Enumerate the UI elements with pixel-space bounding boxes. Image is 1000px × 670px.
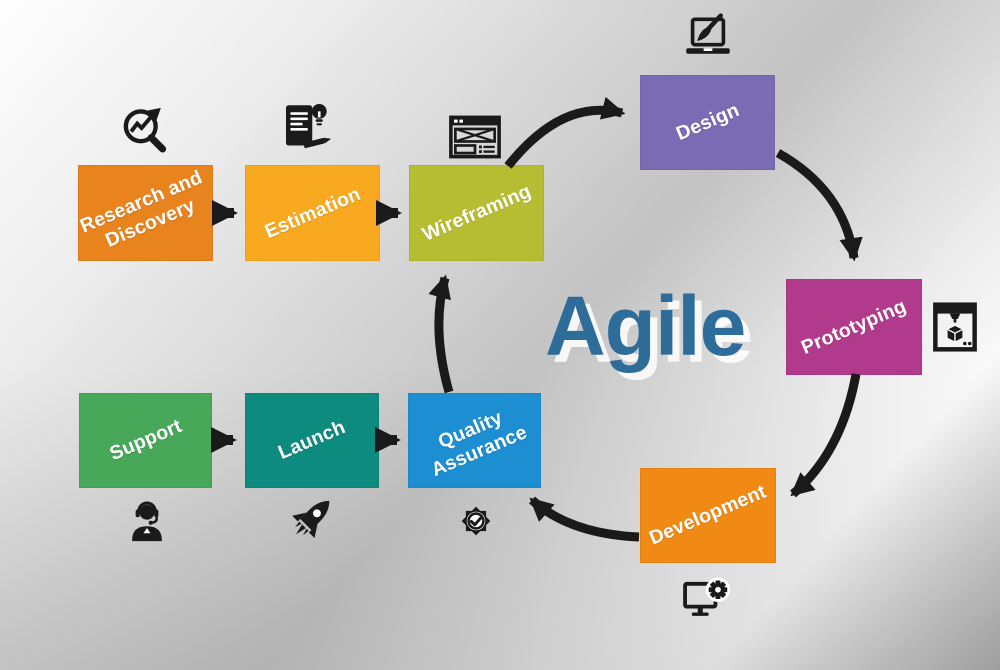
stage-box-prototyping: Prototyping <box>786 279 922 375</box>
document-idea-pencil-icon <box>278 100 336 156</box>
stage-box-wireframing: Wireframing <box>409 165 544 261</box>
arc-prototyping-to-development <box>790 373 861 498</box>
stage-box-development: Development <box>640 468 776 563</box>
stage-box-research: Research and Discovery <box>76 165 213 261</box>
stage-box-estimation: Estimation <box>245 165 380 261</box>
support-agent-icon <box>119 494 175 548</box>
laptop-paintbrush-icon <box>678 12 738 70</box>
browser-wireframe-icon <box>446 112 504 162</box>
magnifier-chart-icon <box>118 100 174 156</box>
stage-label: Quality Assurance <box>427 406 530 481</box>
stage-box-quality-assurance: Quality Assurance <box>408 393 541 488</box>
stage-box-support: Support <box>79 393 212 488</box>
stage-label: Development <box>646 480 770 550</box>
monitor-gear-icon <box>680 572 734 626</box>
printer-3d-icon <box>930 298 980 356</box>
arc-design-to-prototyping <box>775 149 863 262</box>
arc-development-to-quality <box>529 496 640 542</box>
stage-box-launch: Launch <box>245 393 379 488</box>
diagram-title: Agile <box>545 279 746 373</box>
stage-label: Wireframing <box>418 179 534 246</box>
badge-check-icon <box>449 494 503 548</box>
arc-wireframing-to-design <box>504 96 626 169</box>
stage-label: Design <box>672 98 743 146</box>
stage-box-design: Design <box>640 75 775 170</box>
stage-label: Support <box>105 415 185 466</box>
stage-label: Estimation <box>261 182 364 243</box>
rocket-icon <box>284 492 340 548</box>
stage-label: Prototyping <box>798 294 910 359</box>
stage-label: Launch <box>275 416 349 464</box>
stage-label: Research and Discovery <box>76 166 206 252</box>
arc-quality-to-wireframing <box>428 274 454 394</box>
